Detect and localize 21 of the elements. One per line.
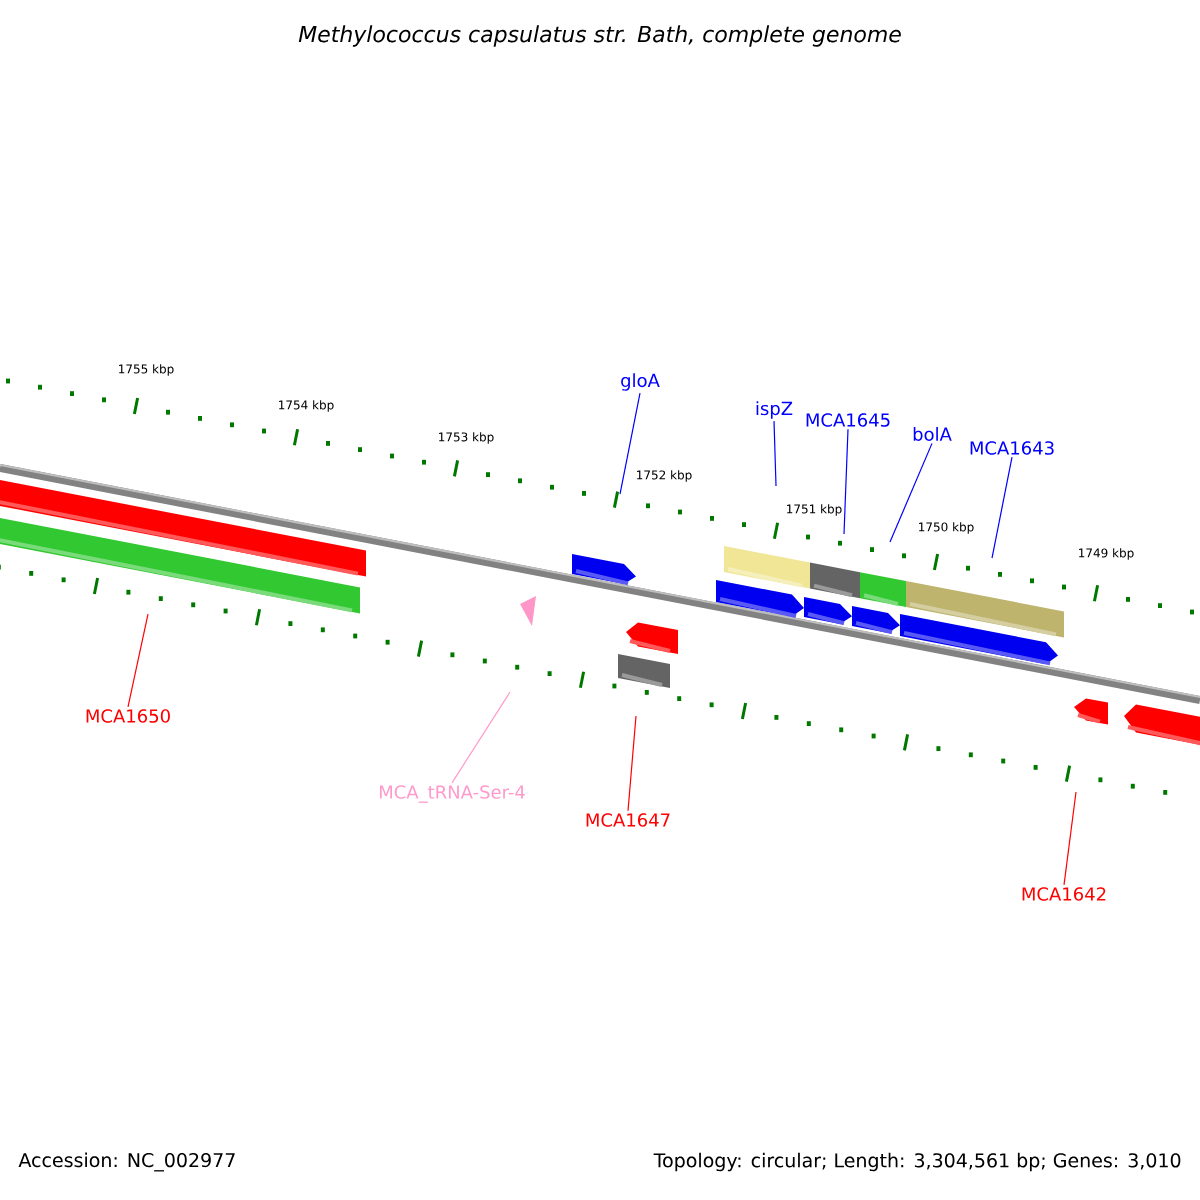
accession-text: Accession: NC_002977 [18,1152,235,1172]
leader-line [1063,791,1077,886]
title: Methylococcus capsulatus str. Bath, complete genome [298,25,901,47]
leader-line [991,456,1013,559]
gene-label: MCA1642 [1022,887,1106,901]
leader-line [451,691,511,784]
gene-label: bolA [913,427,952,441]
gene-label: MCA_tRNA-Ser-4 [380,785,525,803]
gene-label: ispZ [756,401,793,419]
leader-line [619,392,641,495]
genome-info-text: Topology: circular; Length: 3,304,561 bp; Genes: 3,010 [653,1152,1181,1172]
leader-line [627,715,637,812]
gene-label: MCA1650 [86,709,170,723]
leader-line [889,442,933,543]
leader-line [127,613,149,708]
leader-line [773,420,777,487]
gene-label: MCA1647 [586,813,670,827]
gene-label: MCA1645 [806,413,890,427]
gene-label: gloA [621,373,660,391]
gene-label: MCA1643 [970,441,1054,455]
leader-line [843,428,849,535]
